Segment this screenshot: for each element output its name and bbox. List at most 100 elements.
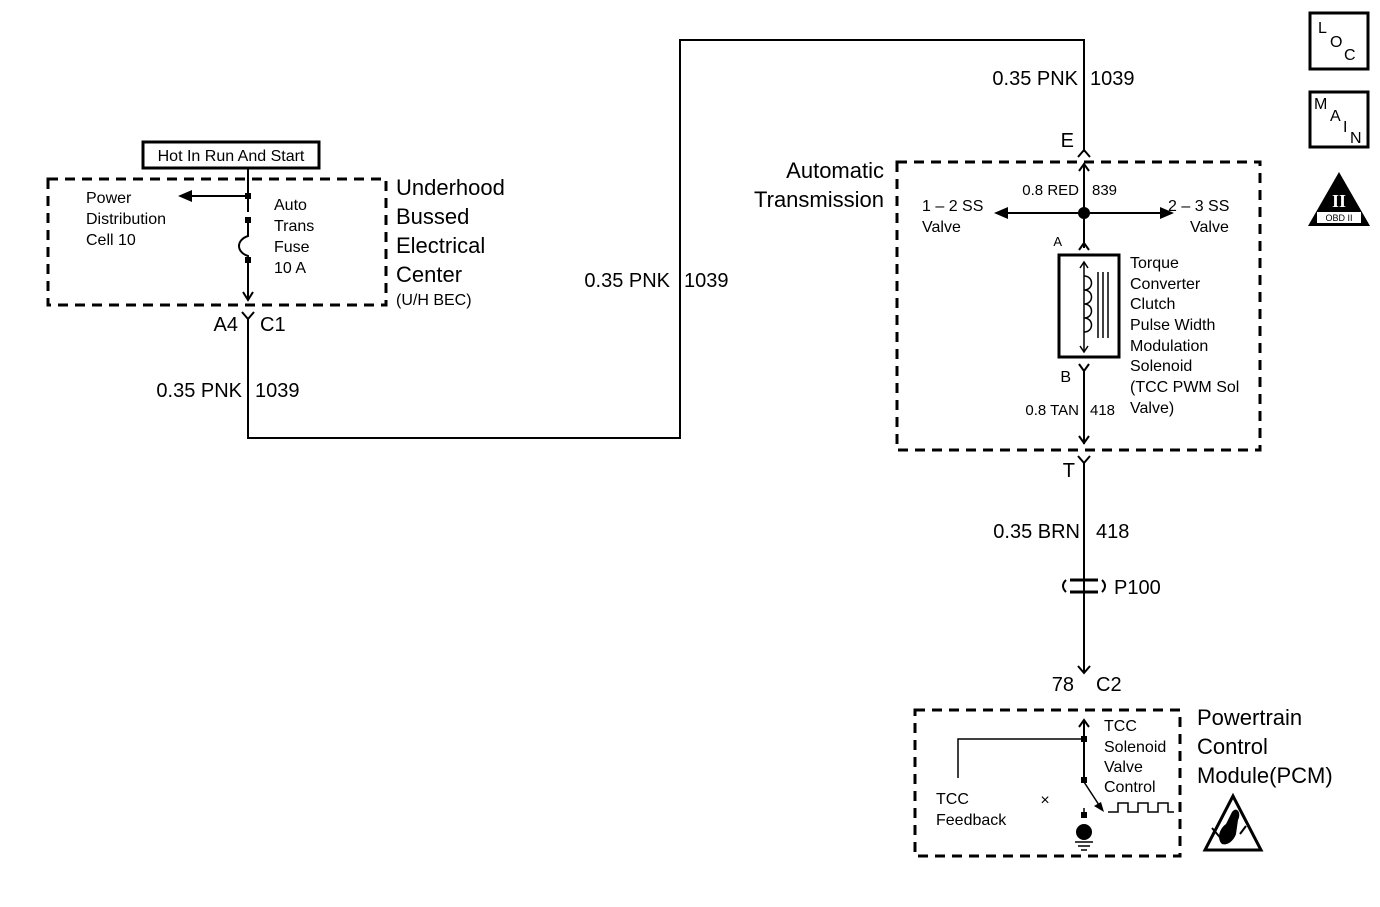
solenoid-arrow-top — [1079, 260, 1089, 269]
valve23-line1: 2 – 3 SS — [1168, 198, 1229, 215]
loc-letter-o: O — [1330, 34, 1342, 51]
solenoid-label-line3: Clutch — [1130, 296, 1175, 313]
fuse-label-line2: Trans — [274, 218, 314, 235]
fuse-label-line1: Auto — [274, 197, 307, 214]
fuse-label-line4: 10 A — [274, 260, 306, 277]
control-label-line2: Solenoid — [1104, 739, 1166, 756]
main-letter-n: N — [1350, 130, 1362, 147]
solenoid-label-line8: Valve) — [1130, 400, 1174, 417]
feedback-cross: × — [1040, 792, 1049, 809]
hot-in-run-box — [141, 140, 321, 170]
c1-connector-label: C1 — [260, 314, 286, 336]
pcm-name-line3: Module(PCM) — [1197, 763, 1333, 788]
pcm-boundary — [913, 708, 1182, 858]
pcm-name-line2: Control — [1197, 734, 1268, 759]
solenoid-coil — [1083, 275, 1093, 333]
pcm-input-arrow — [1078, 718, 1090, 728]
pcm-component: 78 C2 × TCC Feedback TCC Solenoid Valve … — [913, 665, 1333, 858]
control-label-line3: Valve — [1104, 759, 1143, 776]
obd-text: OBD II — [1325, 213, 1352, 223]
fuse-terminal-top — [245, 217, 251, 223]
c2-connector-label: C2 — [1096, 674, 1122, 696]
tan-size-color: 0.8 TAN — [1025, 402, 1079, 419]
pin-e: E — [1061, 130, 1074, 152]
w2-circuit: 1039 — [684, 270, 729, 292]
ubec-name-line2: Bussed — [396, 204, 469, 229]
c1-pin: A4 — [214, 314, 238, 336]
main-letter-a: A — [1330, 108, 1341, 125]
red-circuit: 839 — [1092, 182, 1117, 199]
feedback-wire — [957, 738, 1084, 778]
control-label-line1: TCC — [1104, 718, 1137, 735]
main-badge-icon[interactable]: M A I N — [1308, 90, 1370, 149]
pdc-label-line3: Cell 10 — [86, 232, 136, 249]
pcm-name-line1: Powertrain — [1197, 705, 1302, 730]
pin-a: A — [1053, 234, 1062, 249]
red-size-color: 0.8 RED — [1022, 182, 1079, 199]
ubec-name-line4: Center — [396, 262, 462, 287]
transmission-boundary — [895, 160, 1262, 452]
main-letter-m: M — [1314, 96, 1327, 113]
pcm-junction-2 — [1081, 777, 1087, 783]
fuse-terminal-bottom — [245, 257, 251, 263]
loc-letter-c: C — [1344, 47, 1356, 64]
solenoid-label-line4: Pulse Width — [1130, 317, 1215, 334]
main-letter-i: I — [1343, 119, 1347, 136]
loc-badge-icon[interactable]: L O C — [1308, 11, 1370, 71]
brn-circuit: 418 — [1096, 521, 1129, 543]
w2-size-color: 0.35 PNK — [584, 270, 670, 292]
ubec-name-line3: Electrical — [396, 233, 485, 258]
solenoid-label-line5: Modulation — [1130, 338, 1208, 355]
driver-switch-arrow — [1094, 802, 1104, 812]
valve23-arrow — [1160, 207, 1174, 219]
solenoid-label-line7: (TCC PWM Sol — [1130, 379, 1239, 396]
e-connector-symbol — [1077, 148, 1091, 158]
c2-connector-symbol — [1077, 665, 1091, 675]
t-arrow — [1078, 435, 1090, 445]
c1-arrow — [242, 291, 254, 302]
feedback-label-line1: TCC — [936, 791, 969, 808]
w1-circuit: 1039 — [255, 380, 300, 402]
pwm-waveform — [1108, 802, 1174, 813]
valve23-line2: Valve — [1190, 219, 1229, 236]
control-label-line4: Control — [1104, 779, 1156, 796]
solenoid-label-line1: Torque — [1130, 255, 1179, 272]
circuit-1039-wire — [247, 39, 1085, 439]
ubec-abbr: (U/H BEC) — [396, 292, 472, 309]
pdc-arrow — [178, 190, 192, 202]
ubec-boundary — [46, 177, 388, 307]
driver-terminal — [1081, 812, 1087, 818]
tan-circuit: 418 — [1090, 402, 1115, 419]
driver-ground-dot — [1076, 824, 1092, 840]
ubec-name-line1: Underhood — [396, 175, 505, 200]
valve12-line1: 1 – 2 SS — [922, 198, 983, 215]
pdc-label-line2: Distribution — [86, 211, 166, 228]
solenoid-label-line6: Solenoid — [1130, 358, 1192, 375]
hot-in-run-label: Hot In Run And Start — [158, 148, 305, 165]
c2-pin: 78 — [1052, 674, 1074, 696]
fuse-symbol — [238, 223, 249, 258]
junction-dot — [245, 193, 251, 199]
splice-dot — [1078, 207, 1090, 219]
esd-warning-icon — [1202, 792, 1264, 852]
solenoid-arrow-bottom — [1079, 345, 1089, 354]
obd-ii-badge-icon[interactable]: II OBD II — [1308, 172, 1370, 226]
transmission-component: E Automatic Transmission 0.8 RED 839 1 –… — [754, 130, 1262, 482]
c1-connector-symbol — [241, 311, 255, 321]
p100-inline-connector — [1062, 578, 1106, 594]
pdc-label-line1: Power — [86, 190, 132, 207]
trans-name-line1: Automatic — [786, 158, 884, 183]
w3-size-color: 0.35 PNK — [992, 68, 1078, 90]
loc-letter-l: L — [1318, 20, 1327, 37]
p100-label: P100 — [1114, 577, 1161, 599]
pin-b: B — [1060, 369, 1071, 386]
fuse-label-line3: Fuse — [274, 239, 310, 256]
brn-size-color: 0.35 BRN — [993, 521, 1080, 543]
w1-size-color: 0.35 PNK — [156, 380, 242, 402]
t-connector-symbol — [1077, 455, 1091, 465]
solenoid-label-line2: Converter — [1130, 276, 1201, 293]
pin-t: T — [1063, 460, 1075, 482]
a-connector-symbol — [1078, 241, 1090, 251]
trans-name-line2: Transmission — [754, 187, 884, 212]
obd-numeral: II — [1332, 191, 1346, 211]
